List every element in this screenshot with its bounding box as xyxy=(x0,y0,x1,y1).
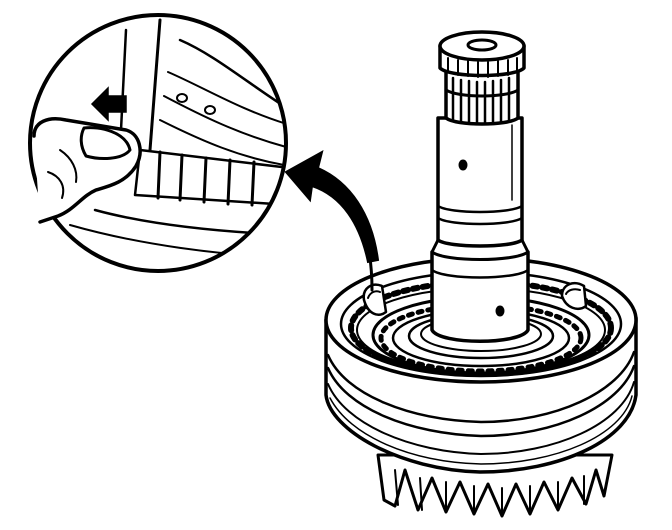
splined-shaft xyxy=(430,30,530,343)
insert-key xyxy=(560,282,588,310)
direction-arrow-icon xyxy=(90,86,127,122)
finger-icon xyxy=(32,117,142,224)
callout-arrow-icon xyxy=(284,150,380,292)
gear-teeth xyxy=(376,453,614,518)
detail-magnifier-circle xyxy=(28,13,288,273)
insert-key xyxy=(362,283,388,316)
